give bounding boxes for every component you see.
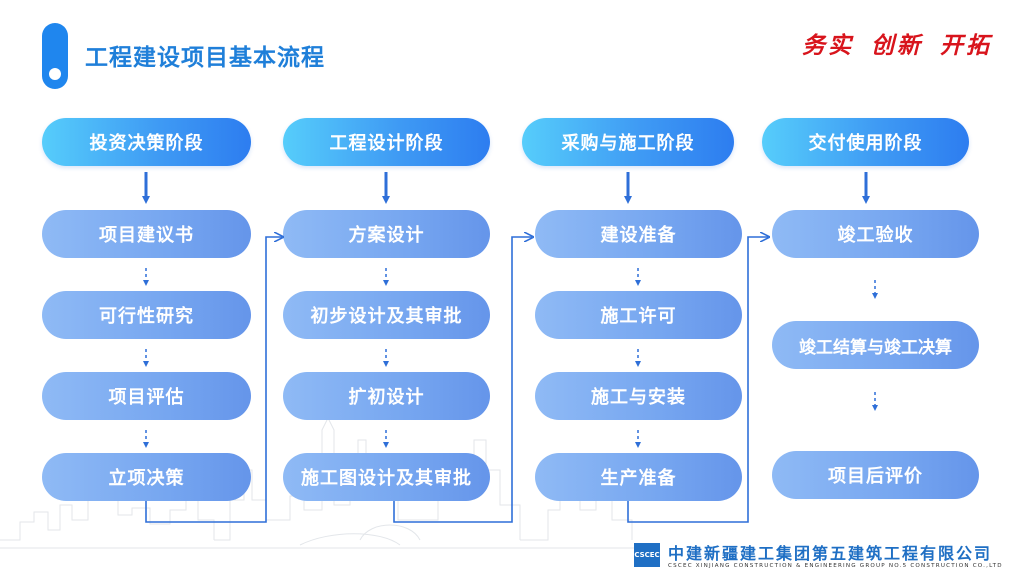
stage-delivery-use: 交付使用阶段 xyxy=(762,118,969,166)
step-completion-settlement: 竣工结算与竣工决算 xyxy=(772,321,979,369)
step-construction-installation: 施工与安装 xyxy=(535,372,742,420)
step-project-proposal: 项目建议书 xyxy=(42,210,251,258)
company-name-en: CSCEC XINJIANG CONSTRUCTION & ENGINEERIN… xyxy=(668,563,1003,569)
step-extended-preliminary-design: 扩初设计 xyxy=(283,372,490,420)
step-construction-preparation: 建设准备 xyxy=(535,210,742,258)
stage-procurement-construction: 采购与施工阶段 xyxy=(522,118,734,166)
company-name-cn: 中建新疆建工集团第五建筑工程有限公司 xyxy=(668,544,993,563)
title-accent-bar xyxy=(42,23,68,89)
step-construction-permit: 施工许可 xyxy=(535,291,742,339)
step-project-approval: 立项决策 xyxy=(42,453,251,501)
stage-investment-decision: 投资决策阶段 xyxy=(42,118,251,166)
step-preliminary-design: 初步设计及其审批 xyxy=(283,291,490,339)
title-accent-dot xyxy=(49,68,61,80)
step-project-evaluation: 项目评估 xyxy=(42,372,251,420)
page-title: 工程建设项目基本流程 xyxy=(85,45,325,71)
company-logo: CSCEC xyxy=(634,543,660,567)
stage-engineering-design: 工程设计阶段 xyxy=(283,118,490,166)
step-post-evaluation: 项目后评价 xyxy=(772,451,979,499)
step-completion-acceptance: 竣工验收 xyxy=(772,210,979,258)
step-production-preparation: 生产准备 xyxy=(535,453,742,501)
step-feasibility-study: 可行性研究 xyxy=(42,291,251,339)
step-construction-drawing-design: 施工图设计及其审批 xyxy=(283,453,490,501)
slogan: 务实 创新 开拓 xyxy=(801,32,992,59)
step-scheme-design: 方案设计 xyxy=(283,210,490,258)
